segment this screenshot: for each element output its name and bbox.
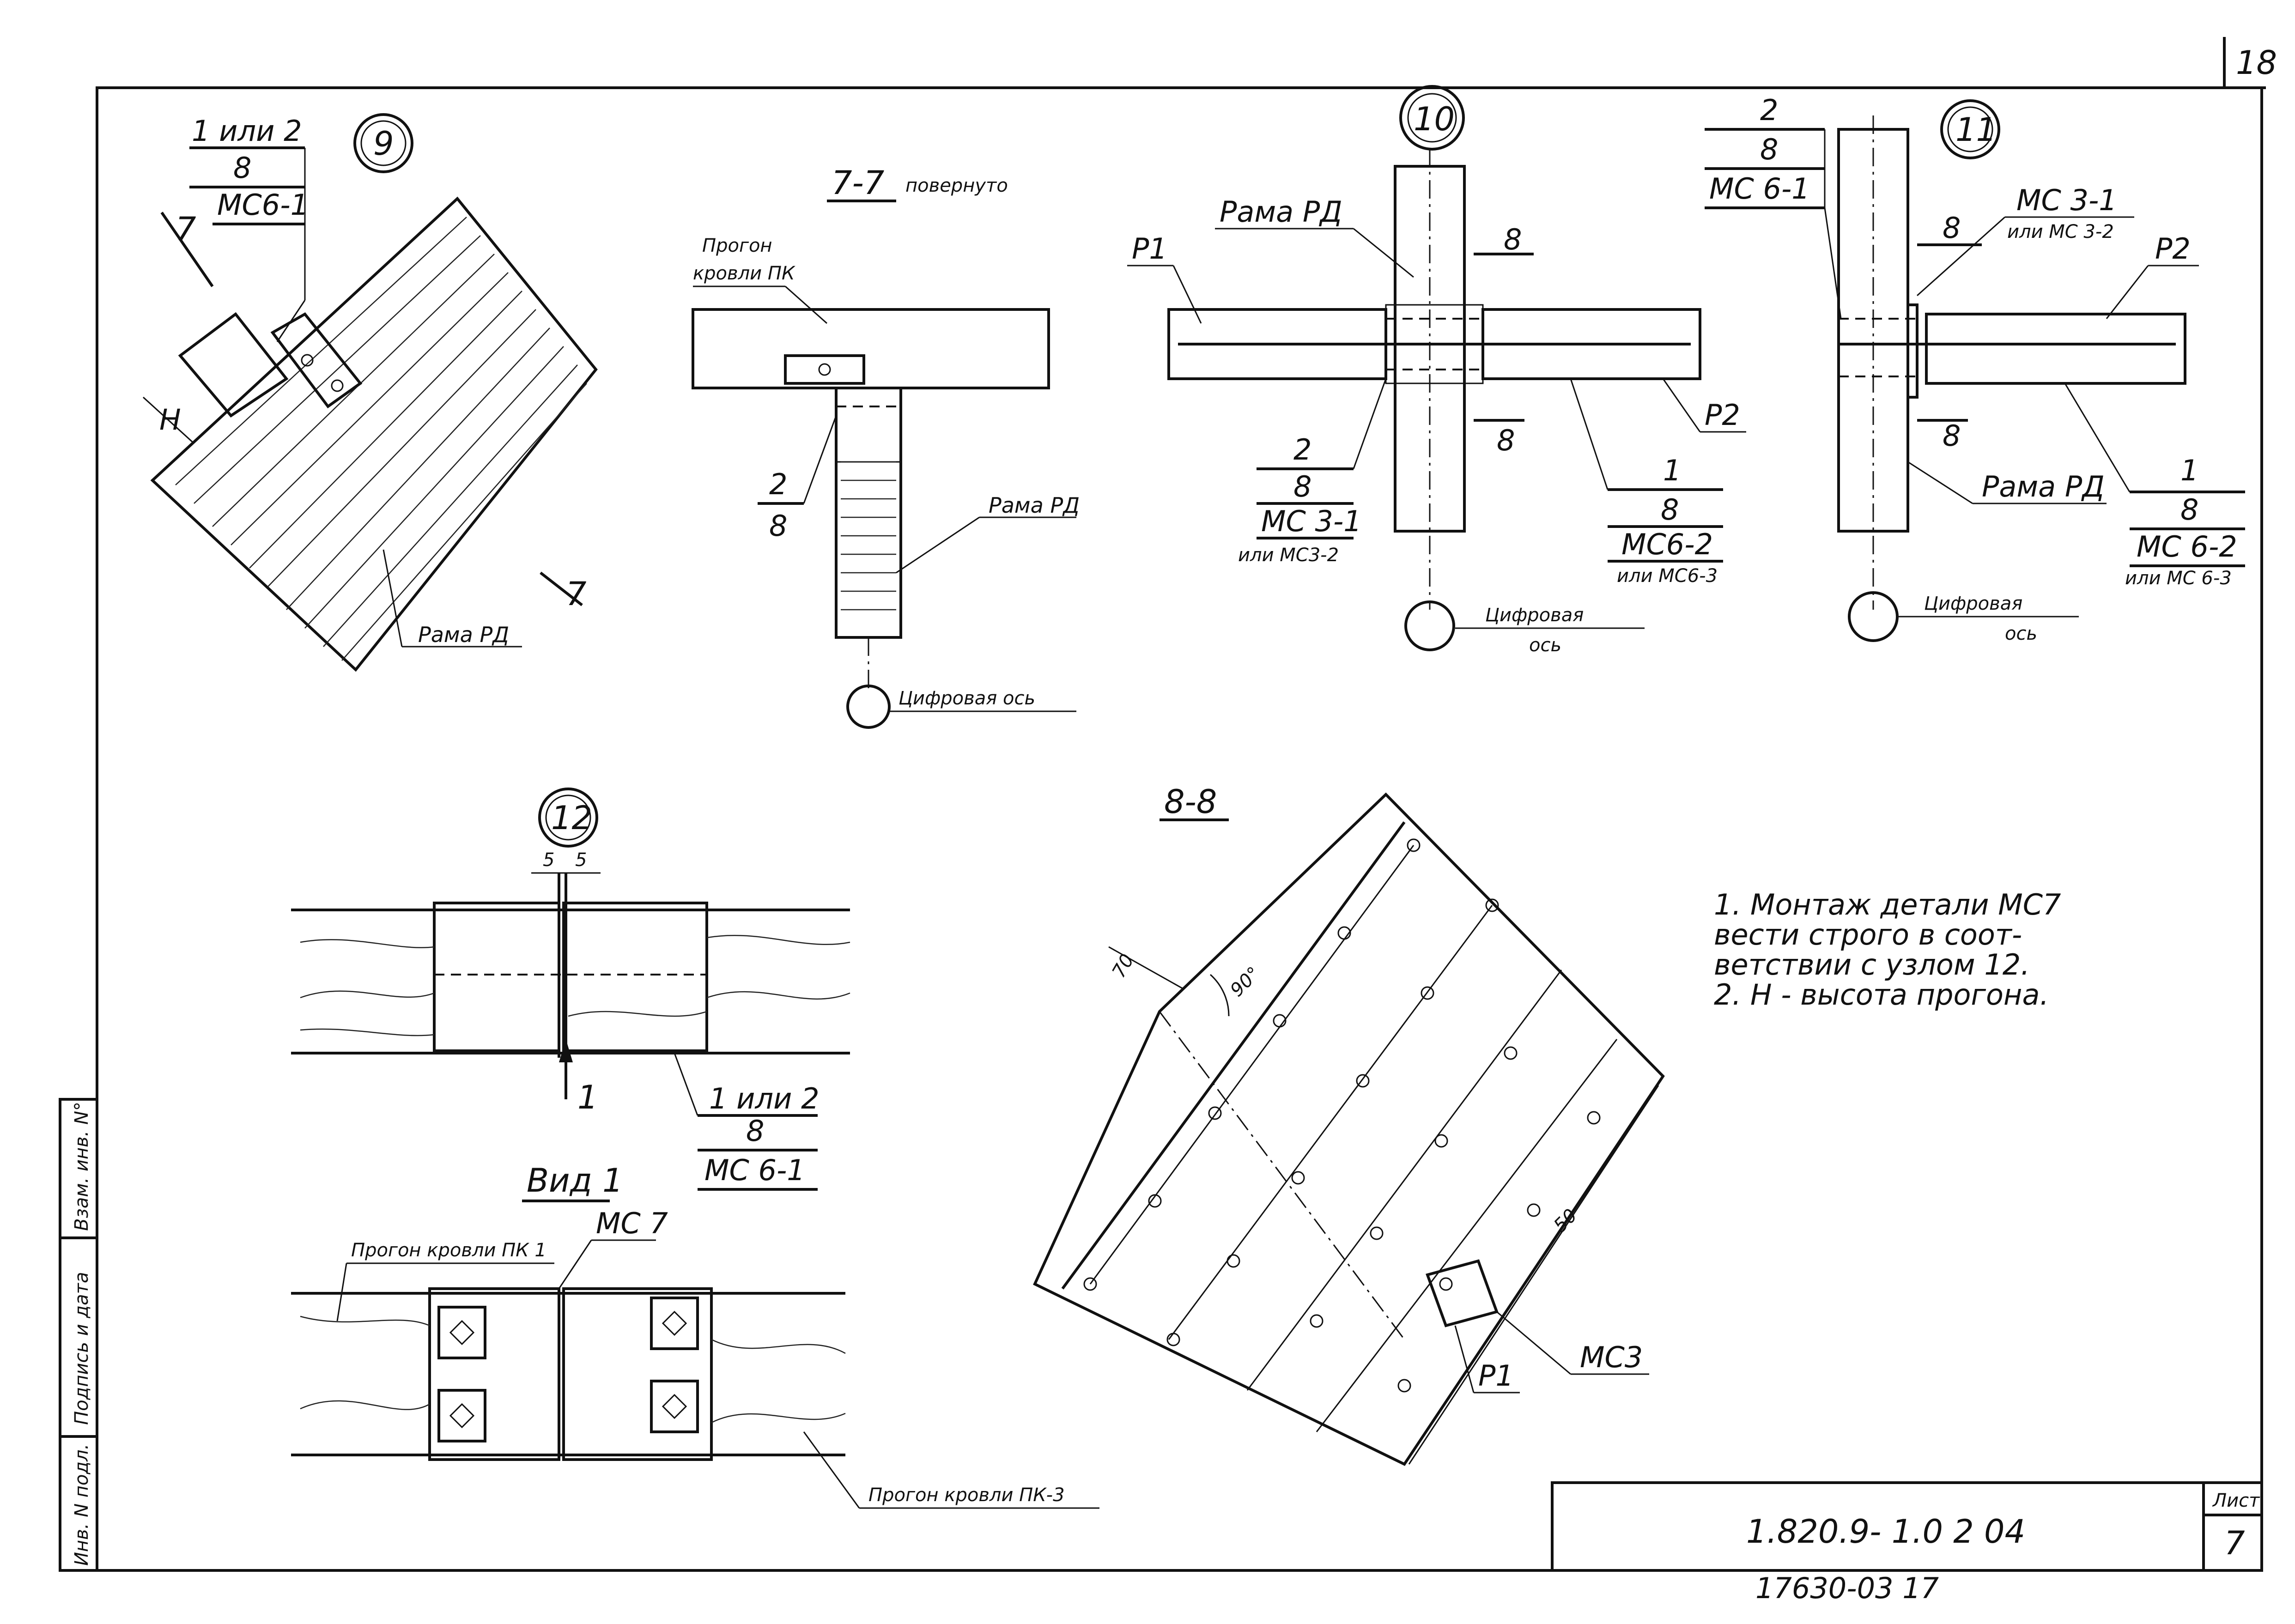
node-9: 9 1 или 2 8 МС6-1 7 7 Н Рам: [142, 113, 598, 672]
node-12-callout-3: МС 6-1: [704, 1153, 805, 1187]
section-7-7-callout-1: 2: [769, 467, 787, 501]
node-10-p2: Р2: [1705, 398, 1740, 432]
node-9-callout-1: 1 или 2: [192, 114, 302, 148]
node-9-number: 9: [373, 125, 394, 163]
node-9-cut-top: 7: [176, 210, 196, 248]
node-11-frame: Рама РД: [1982, 470, 2105, 503]
node-9-callout-2: 8: [233, 151, 251, 185]
section-7-7-axis: Цифровая ось: [899, 688, 1035, 709]
node-11-axis-1: Цифровая: [1924, 593, 2022, 614]
note-1-line-2: вести строго в соот-: [1714, 918, 2022, 951]
node-10-number: 10: [1414, 100, 1455, 138]
general-notes: 1. Монтаж детали МС7 вести строго в соот…: [1714, 888, 2061, 1012]
sheet-frame: 18 Взам. инв. N° Подпись и дата Инв. N п…: [59, 37, 2277, 1605]
section-8-8-title: 8-8: [1164, 783, 1217, 821]
node-10-cut-top: 8: [1504, 223, 1522, 256]
bolts: [1083, 838, 1601, 1393]
section-7-7-subtitle: повернуто: [905, 175, 1008, 196]
node-11-cut-bottom: 8: [1943, 419, 1961, 453]
node-12-callout-2: 8: [746, 1114, 764, 1148]
footer-code: 17630-03 17: [1755, 1571, 1939, 1605]
view-1-purlin-pk3: Прогон кровли ПК-3: [868, 1485, 1065, 1506]
node-11-axis-2: ось: [2005, 623, 2037, 644]
side-stamp-inv: Инв. N подл.: [71, 1444, 92, 1566]
node-11-ms-2: или МС 3-2: [2007, 221, 2114, 242]
node-10-cut-bottom: 8: [1497, 424, 1515, 457]
node-10-left-2: 8: [1293, 470, 1311, 503]
node-9-callout-3: МС6-1: [217, 188, 309, 222]
node-10-right-3: МС6-2: [1621, 527, 1713, 561]
node-10-left-1: 2: [1293, 433, 1311, 467]
view-1-purlin-pk1: Прогон кровли ПК 1: [351, 1240, 546, 1261]
node-10-right-2: 8: [1661, 493, 1679, 527]
section-7-7-purlin-1: Прогон: [702, 235, 772, 256]
node-11-right-2: 8: [2180, 493, 2198, 527]
view-1-title: Вид 1: [527, 1162, 623, 1200]
stamp-code: 1.820.9- 1.0 2 04: [1746, 1513, 2025, 1551]
node-11-right-1: 1: [2180, 454, 2198, 487]
node-12-dim-5b: 5: [575, 849, 587, 871]
note-2: 2. Н - высота прогона.: [1714, 978, 2049, 1012]
node-11-ms-1: МС 3-1: [2016, 183, 2117, 217]
sheet-number: 7: [2224, 1524, 2245, 1562]
node-11-top-3: МС 6-1: [1709, 172, 1810, 206]
corner-sheet-number: 18: [2236, 44, 2277, 82]
node-11-top-1: 2: [1760, 93, 1778, 127]
section-8-8-p1: Р1: [1478, 1359, 1514, 1393]
section-8-8-ms3: МС3: [1580, 1340, 1643, 1374]
view-1: Вид 1 Прогон кровли ПК 1 МС 7 Прогон кро…: [291, 1162, 1099, 1509]
node-9-frame-label: Рама РД: [418, 622, 509, 647]
node-11: 11 2 8 МС 6-1 МС 3-1 или МС 3-2 Р2 8 8 Р…: [1705, 93, 2245, 644]
section-7-7-title: 7-7: [832, 164, 884, 202]
node-9-dim-h: Н: [159, 403, 181, 436]
node-11-top-2: 8: [1760, 133, 1778, 166]
node-11-right-4: или МС 6-3: [2125, 568, 2232, 589]
node-10-left-3: МС 3-1: [1261, 504, 1362, 538]
node-12-view-arrow: 1: [577, 1079, 598, 1116]
node-12-number: 12: [551, 799, 592, 837]
sheet-label: Лист: [2212, 1490, 2260, 1511]
note-1-line-1: 1. Монтаж детали МС7: [1714, 888, 2061, 921]
section-7-7-frame: Рама РД: [989, 493, 1080, 518]
section-7-7-purlin-2: кровли ПК: [693, 263, 795, 284]
node-12: 12 5 5 1 1 или 2 8 МС 6-1: [291, 788, 850, 1191]
section-7-7-callout-2: 8: [769, 509, 787, 543]
node-10: 10 Рама РД Р1 Р2 8 8 2 8 МС 3-1 или МС3-…: [1127, 85, 1746, 656]
node-10-right-4: или МС6-3: [1617, 565, 1718, 587]
rafter-hatching: [175, 217, 587, 661]
node-12-dim-5a: 5: [543, 849, 554, 871]
note-1-line-3: ветствии с узлом 12.: [1714, 948, 2030, 982]
node-11-right-3: МС 6-2: [2137, 530, 2237, 564]
view-1-ms7: МС 7: [596, 1206, 668, 1240]
node-11-cut-top: 8: [1943, 211, 1961, 245]
node-11-p2: Р2: [2155, 232, 2191, 266]
side-stamp-vzam: Взам. инв. N°: [71, 1102, 92, 1231]
node-12-callout-1: 1 или 2: [709, 1082, 820, 1115]
node-10-axis-1: Цифровая: [1485, 605, 1584, 626]
section-8-8-angle: 90°: [1226, 963, 1265, 1001]
node-10-right-1: 1: [1663, 454, 1681, 487]
side-stamp-podpis: Подпись и дата: [71, 1272, 92, 1425]
node-11-number: 11: [1955, 111, 1997, 149]
node-10-frame: Рама РД: [1220, 195, 1342, 229]
section-7-7: 7-7 повернуто Цифровая ось Прогон кровли…: [692, 164, 1080, 729]
node-10-axis-2: ось: [1529, 635, 1561, 656]
section-8-8: 8-8 70 90° 50 МС3: [1033, 783, 1665, 1466]
bolt-lines: [1089, 845, 1618, 1432]
node-10-left-4: или МС3-2: [1238, 545, 1339, 566]
node-10-p1: Р1: [1132, 232, 1167, 266]
